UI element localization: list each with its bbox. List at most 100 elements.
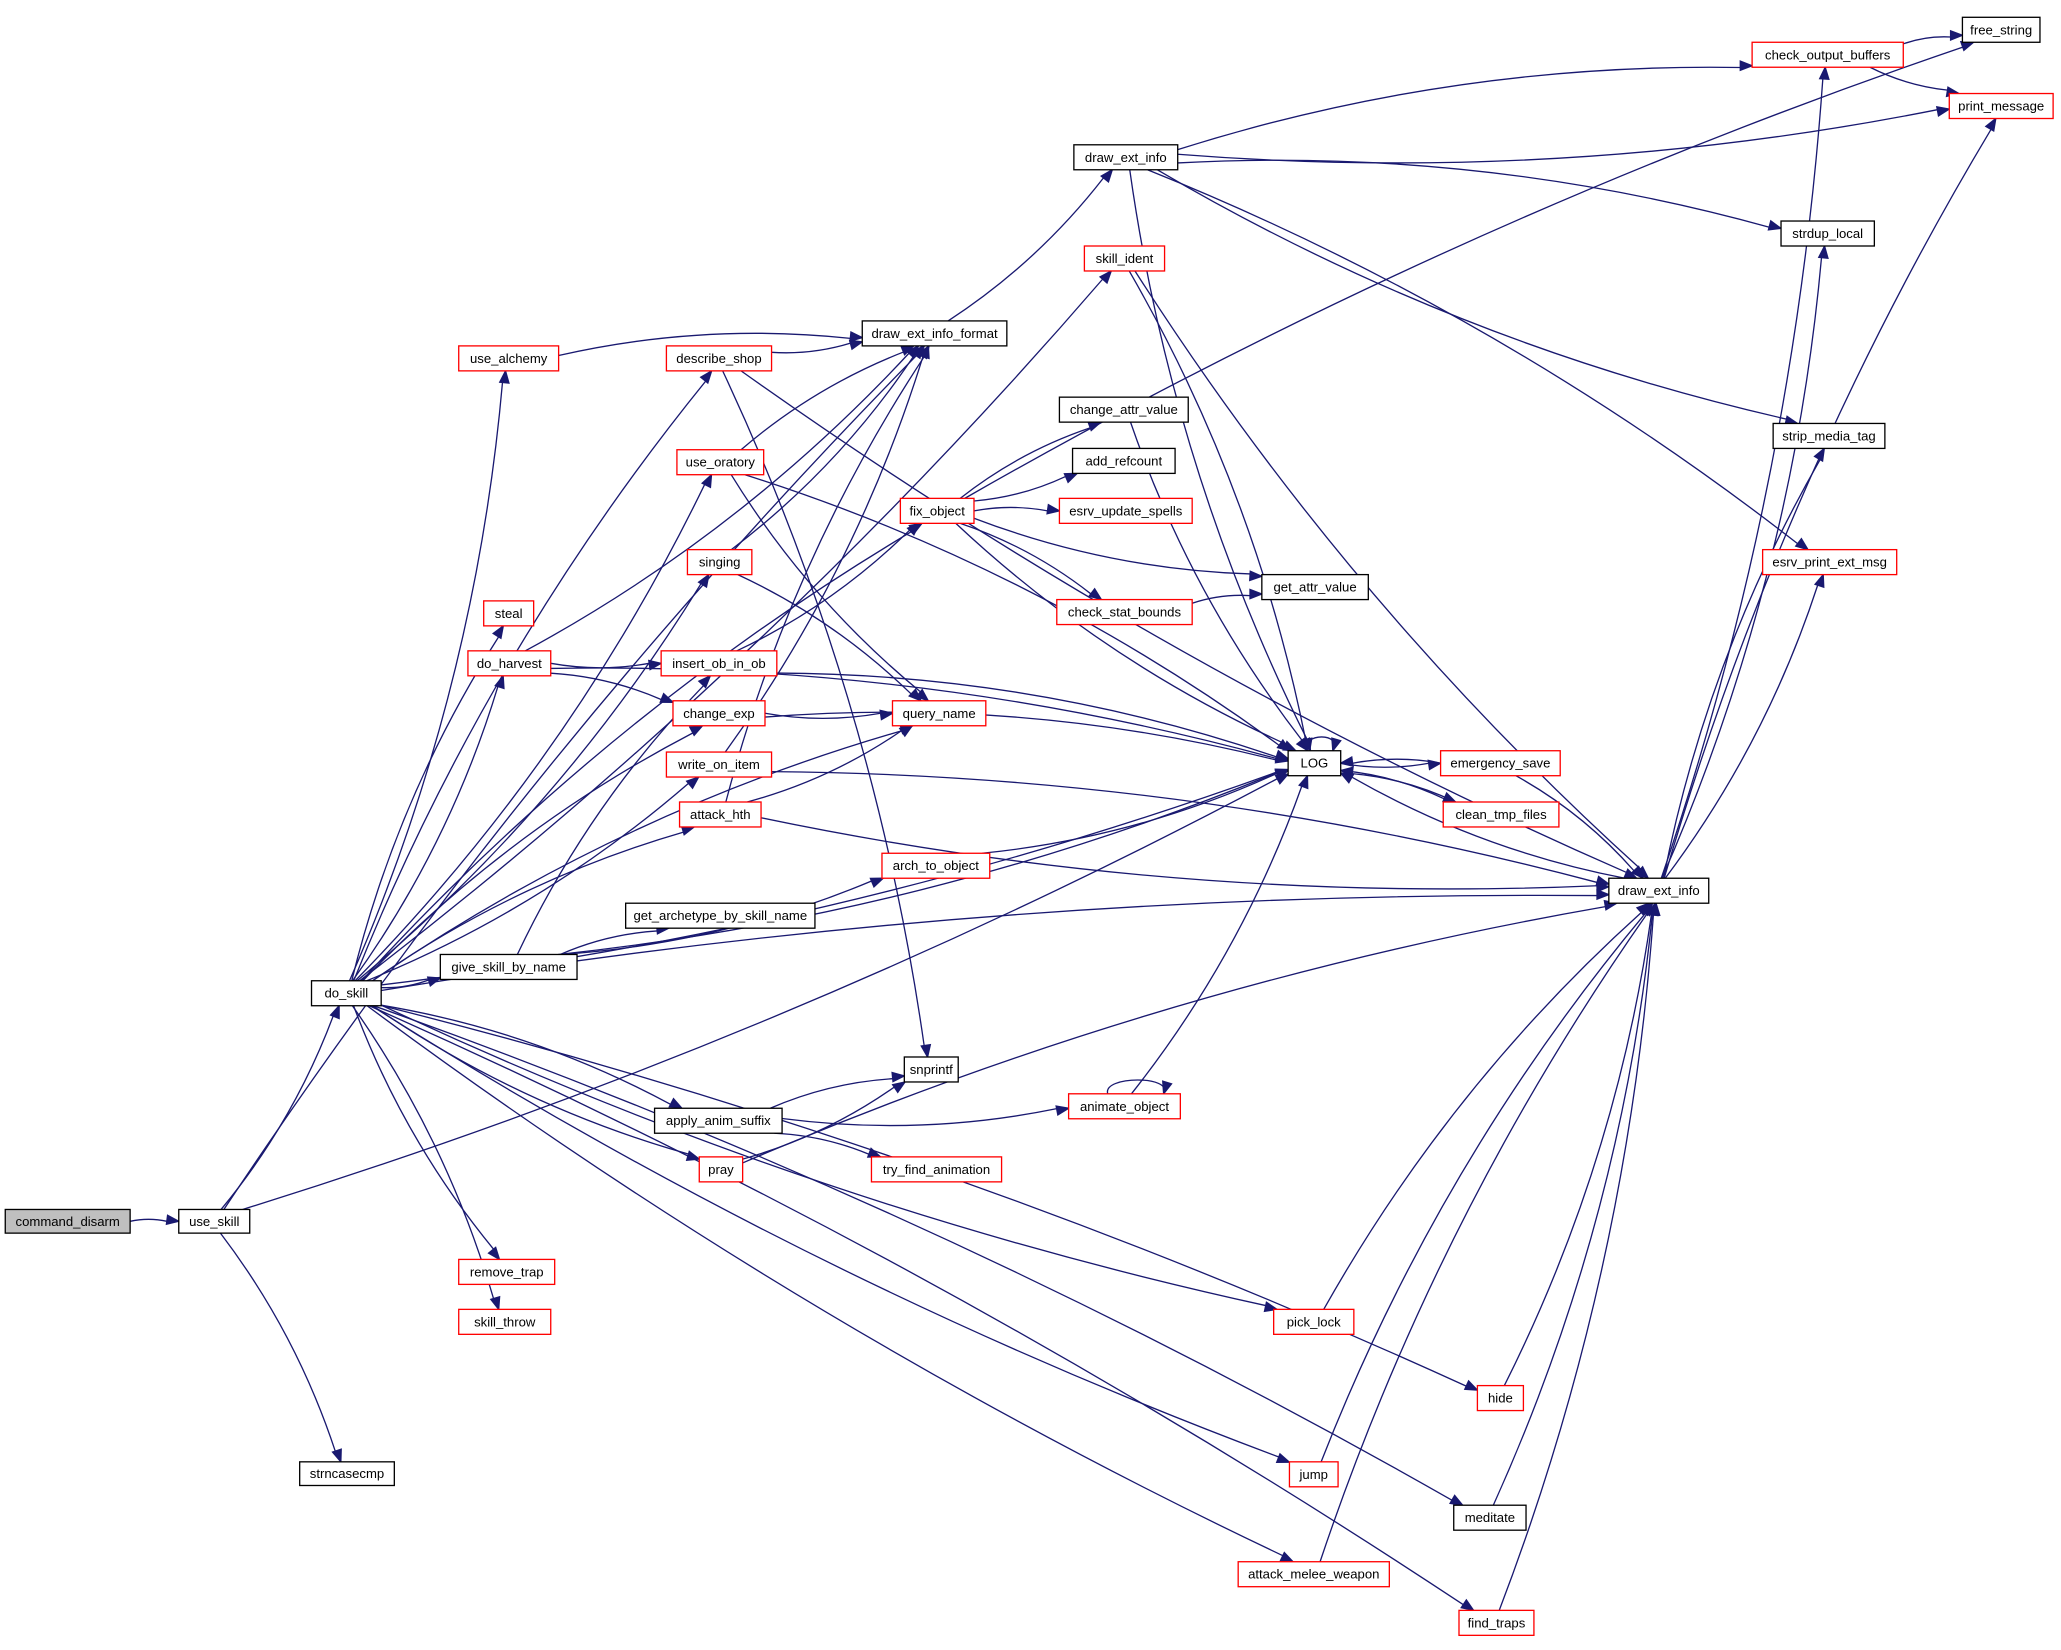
node-emergency-save[interactable]: emergency_save bbox=[1439, 750, 1561, 777]
edge-do_skill-to-steal bbox=[351, 624, 505, 981]
node-apply-anim-suffix[interactable]: apply_anim_suffix bbox=[653, 1107, 783, 1134]
node-label: draw_ext_info bbox=[1618, 883, 1700, 898]
node-get-attr-value[interactable]: get_attr_value bbox=[1261, 573, 1369, 601]
edge-line bbox=[1662, 459, 1821, 879]
node-skill-ident[interactable]: skill_ident bbox=[1083, 245, 1166, 272]
node-attack-melee-weapon[interactable]: attack_melee_weapon bbox=[1237, 1561, 1390, 1588]
node-do-harvest[interactable]: do_harvest bbox=[467, 650, 552, 677]
edge-line bbox=[1903, 36, 1951, 45]
node-fix-object[interactable]: fix_object bbox=[899, 497, 975, 524]
node-steal[interactable]: steal bbox=[483, 600, 535, 627]
node-hide[interactable]: hide bbox=[1476, 1384, 1525, 1412]
node-arch-to-object[interactable]: arch_to_object bbox=[881, 852, 991, 879]
node-insert-ob-in-ob[interactable]: insert_ob_in_ob bbox=[660, 650, 778, 677]
node-label: find_traps bbox=[1468, 1615, 1526, 1630]
edge-line bbox=[381, 1004, 672, 1106]
node-singing[interactable]: singing bbox=[686, 548, 753, 576]
edge-change_exp-to-LOG bbox=[764, 711, 1290, 764]
edge-meditate-to-draw_ext_info bbox=[1492, 901, 1660, 1506]
node-draw-ext-info[interactable]: draw_ext_info bbox=[1608, 877, 1710, 904]
arrowhead-icon bbox=[1794, 537, 1810, 551]
node-box bbox=[1453, 1504, 1527, 1531]
node-snprintf[interactable]: snprintf bbox=[903, 1056, 959, 1083]
node-do-skill[interactable]: do_skill bbox=[310, 980, 382, 1007]
node-esrv-print-ext-msg[interactable]: esrv_print_ext_msg bbox=[1761, 548, 1898, 576]
edge-line bbox=[550, 672, 662, 701]
edge-line bbox=[351, 686, 499, 982]
node-query-name[interactable]: query_name bbox=[891, 700, 987, 727]
node-label: use_skill bbox=[189, 1214, 239, 1229]
node-try-find-animation[interactable]: try_find_animation bbox=[870, 1156, 1003, 1183]
node-skill-throw[interactable]: skill_throw bbox=[458, 1308, 552, 1335]
node-find-traps[interactable]: find_traps bbox=[1458, 1609, 1535, 1636]
node-attack-hth[interactable]: attack_hth bbox=[678, 801, 762, 828]
edge-line bbox=[362, 732, 694, 982]
node-print-message[interactable]: print_message bbox=[1948, 92, 2054, 120]
node-strncasecmp[interactable]: strncasecmp bbox=[299, 1461, 395, 1487]
arrowhead-icon bbox=[697, 674, 712, 689]
node-draw-ext-info-top[interactable]: draw_ext_info bbox=[1073, 144, 1179, 171]
node-box bbox=[458, 1258, 556, 1286]
arrowhead-icon bbox=[668, 1097, 684, 1110]
node-check-output-buffers[interactable]: check_output_buffers bbox=[1751, 41, 1904, 68]
arrowhead-icon bbox=[685, 775, 700, 790]
node-use-oratory[interactable]: use_oratory bbox=[676, 449, 765, 476]
edge-command_disarm-to-use_skill bbox=[129, 1214, 181, 1226]
edge-line bbox=[776, 672, 1277, 758]
arrowhead-icon bbox=[498, 369, 510, 384]
node-use-skill[interactable]: use_skill bbox=[178, 1208, 251, 1234]
edge-use_skill-to-strncasecmp bbox=[219, 1232, 342, 1464]
edge-line bbox=[366, 782, 690, 982]
node-get-archetype-by-skill-name[interactable]: get_archetype_by_skill_name bbox=[625, 902, 816, 929]
edge-line bbox=[1503, 914, 1653, 1386]
edge-line bbox=[371, 1005, 1280, 1458]
node-label: snprintf bbox=[910, 1062, 953, 1077]
node-clean-tmp-files[interactable]: clean_tmp_files bbox=[1442, 801, 1560, 828]
node-strip-media-tag[interactable]: strip_media_tag bbox=[1772, 422, 1886, 450]
node-pick-lock[interactable]: pick_lock bbox=[1273, 1308, 1355, 1335]
arrowhead-icon bbox=[1649, 901, 1661, 917]
edge-line bbox=[730, 474, 921, 693]
node-jump[interactable]: jump bbox=[1288, 1461, 1339, 1488]
arrowhead-icon bbox=[1339, 772, 1355, 784]
edge-line bbox=[774, 1132, 870, 1155]
node-box bbox=[1780, 220, 1876, 247]
arrowhead-icon bbox=[494, 674, 505, 690]
node-remove-trap[interactable]: remove_trap bbox=[458, 1258, 556, 1286]
node-change-exp[interactable]: change_exp bbox=[672, 700, 766, 727]
node-box bbox=[698, 1156, 744, 1183]
node-add-refcount[interactable]: add_refcount bbox=[1071, 447, 1176, 475]
node-describe-shop[interactable]: describe_shop bbox=[665, 345, 773, 372]
edge-line bbox=[359, 278, 1104, 982]
node-command-disarm[interactable]: command_disarm bbox=[4, 1208, 131, 1234]
edge-line bbox=[242, 778, 1278, 1211]
node-use-alchemy[interactable]: use_alchemy bbox=[458, 345, 560, 372]
edge-draw_ext_info_format-to-draw_ext_info_top bbox=[947, 168, 1114, 322]
edge-line bbox=[561, 880, 872, 956]
node-give-skill-by-name[interactable]: give_skill_by_name bbox=[439, 953, 578, 981]
node-box bbox=[178, 1208, 251, 1234]
arrowhead-icon bbox=[905, 344, 920, 359]
node-box bbox=[1083, 245, 1166, 272]
edge-emergency_save-to-LOG bbox=[1338, 756, 1441, 767]
node-free-string[interactable]: free_string bbox=[1961, 16, 2041, 43]
node-esrv-update-spells[interactable]: esrv_update_spells bbox=[1058, 497, 1193, 524]
node-LOG[interactable]: LOG bbox=[1287, 750, 1342, 777]
arrowhead-icon bbox=[1813, 446, 1826, 463]
node-change-attr-value[interactable]: change_attr_value bbox=[1058, 396, 1189, 423]
node-label: pick_lock bbox=[1287, 1314, 1341, 1329]
node-label: add_refcount bbox=[1086, 453, 1163, 468]
node-draw-ext-info-format[interactable]: draw_ext_info_format bbox=[861, 320, 1008, 347]
arrowhead-icon bbox=[1449, 1494, 1465, 1507]
node-animate-object[interactable]: animate_object bbox=[1067, 1093, 1182, 1120]
edge-line bbox=[973, 506, 1048, 512]
node-meditate[interactable]: meditate bbox=[1453, 1504, 1527, 1531]
node-box bbox=[676, 449, 765, 476]
node-box bbox=[1073, 144, 1179, 171]
node-write-on-item[interactable]: write_on_item bbox=[665, 751, 773, 778]
node-check-stat-bounds[interactable]: check_stat_bounds bbox=[1056, 598, 1193, 626]
node-pray[interactable]: pray bbox=[698, 1156, 744, 1183]
node-strdup-local[interactable]: strdup_local bbox=[1780, 220, 1876, 247]
edge-line bbox=[1319, 913, 1648, 1562]
edge-do_skill-to-skill_ident bbox=[359, 269, 1113, 982]
